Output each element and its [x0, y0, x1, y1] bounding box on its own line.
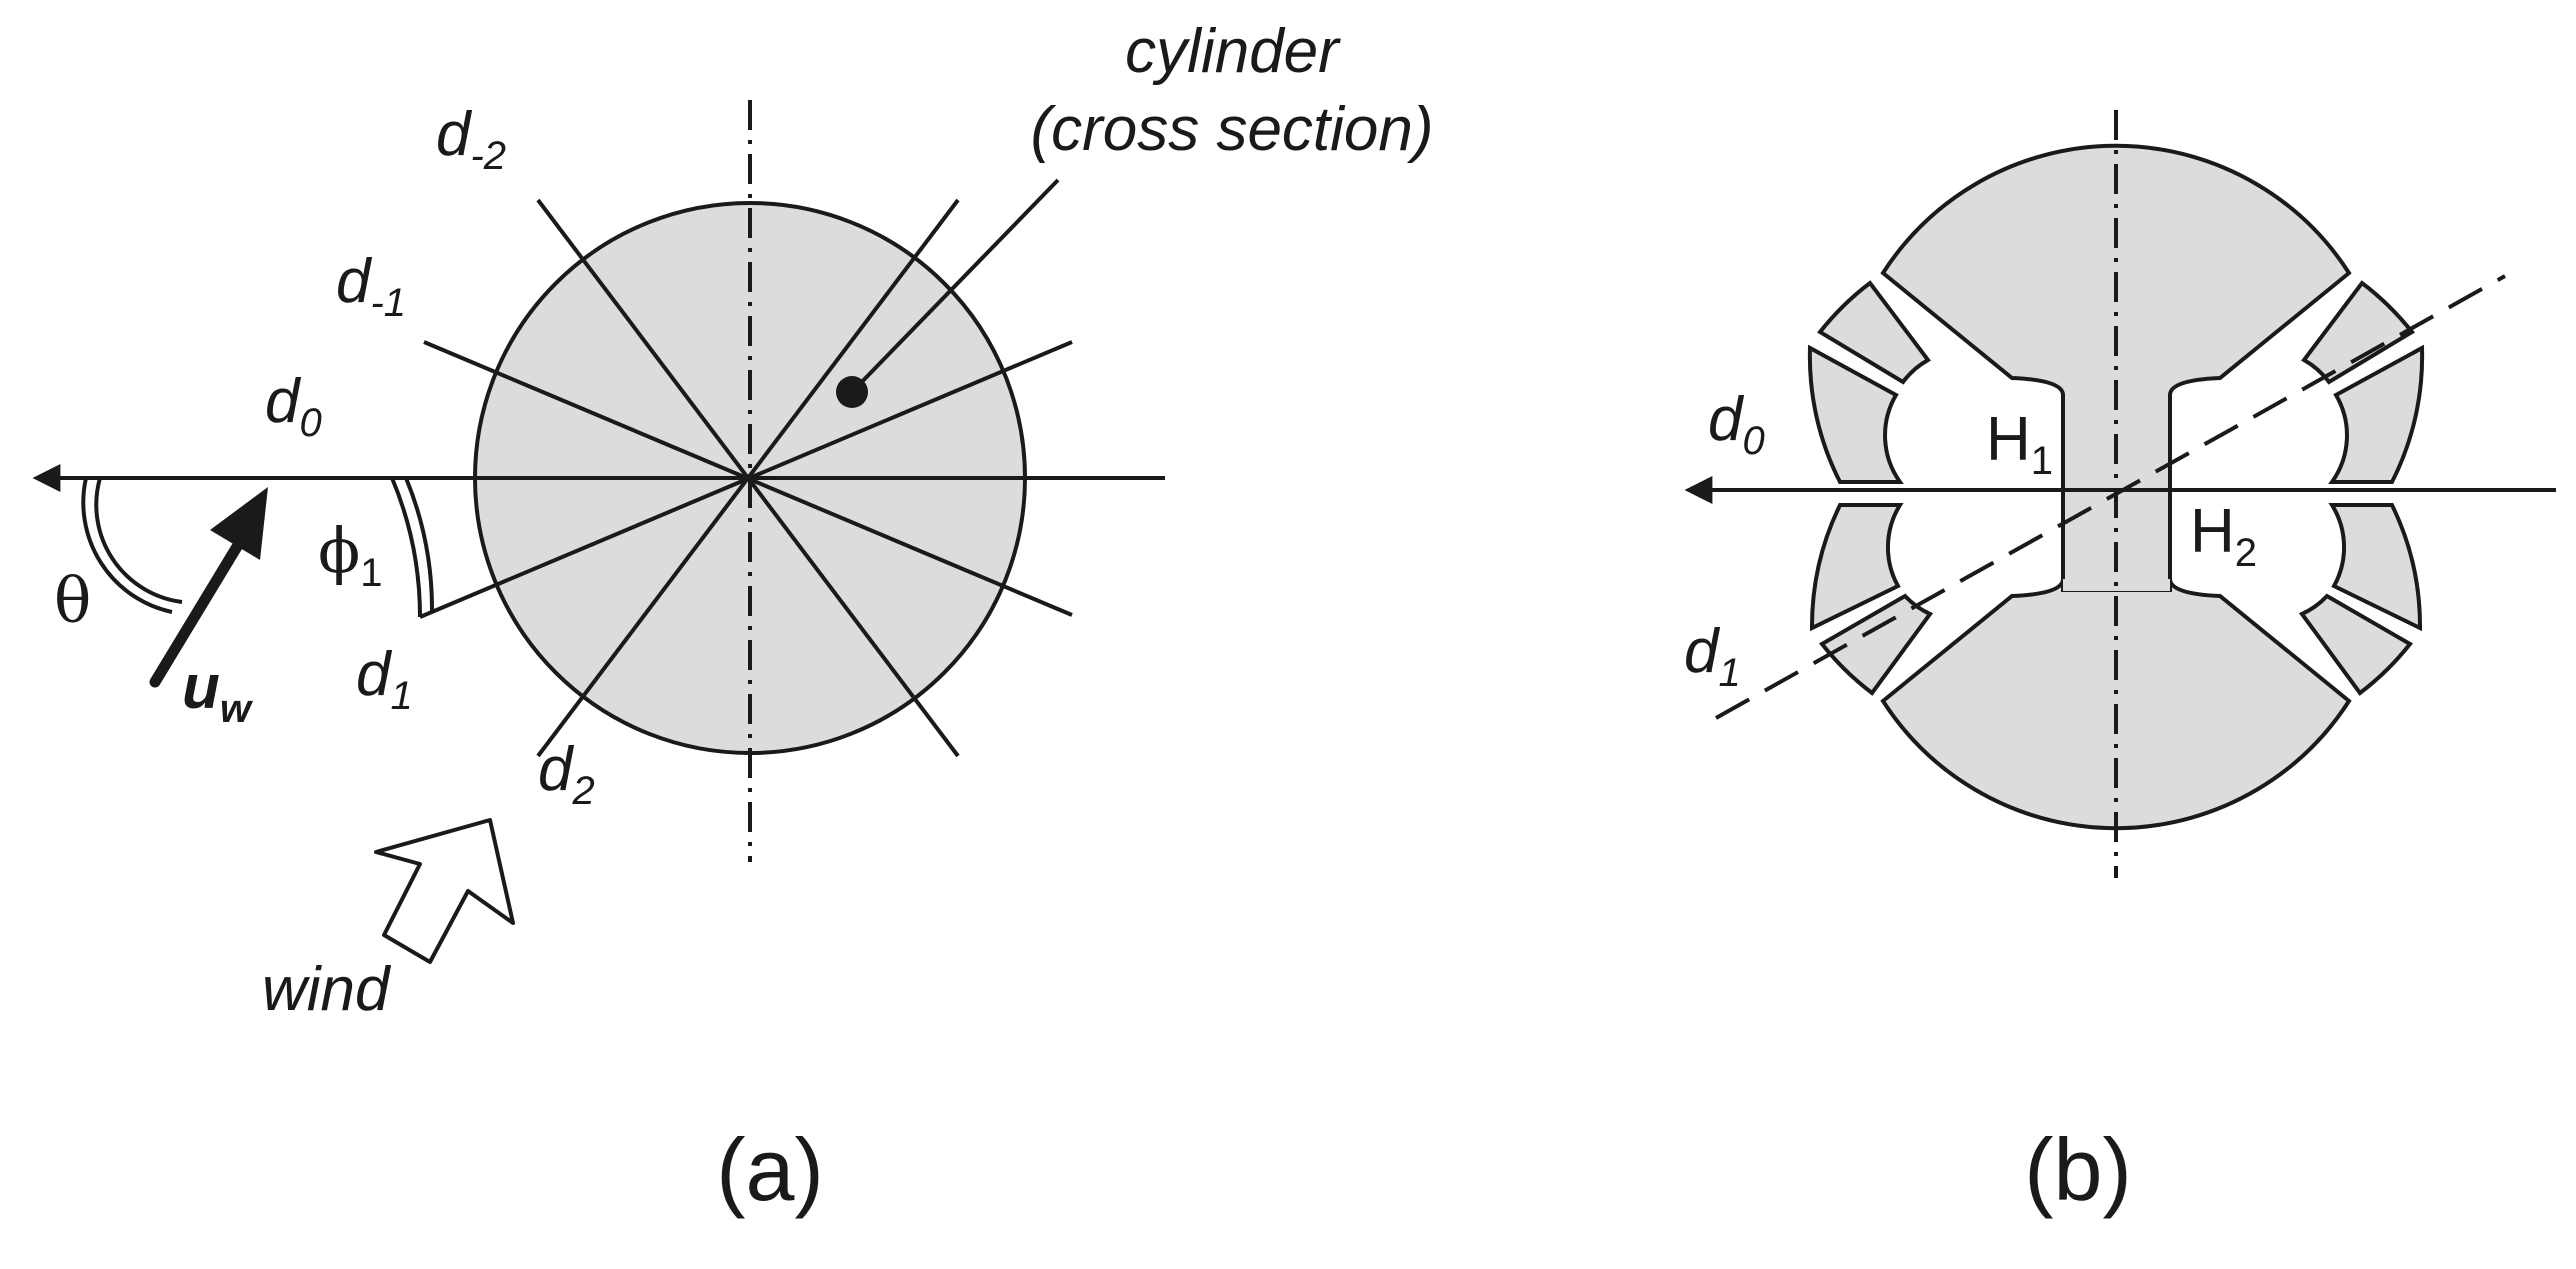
direction-line-d1-b [1715, 274, 2506, 720]
segment-left-top [1817, 280, 1931, 385]
label-theta: θ [54, 564, 91, 637]
theta-arc-inner [94, 477, 183, 604]
label-d0: d0 [265, 367, 322, 445]
phi-arc-inner [404, 477, 435, 613]
label-d2: d2 [538, 735, 595, 813]
label-h1: H1 [1986, 405, 2053, 483]
caption-a: (a) [716, 1120, 824, 1219]
label-d-2: d-2 [436, 100, 506, 178]
label-velocity: uw [182, 653, 254, 731]
segment-left-upper [1807, 344, 1904, 484]
callout-leader [850, 178, 1060, 394]
label-phi1: ϕ1 [318, 514, 383, 595]
segment-right-lower [2328, 503, 2423, 632]
callout-text-line1: cylinder [1125, 17, 1341, 86]
panel-a: d-2 d-1 d0 d1 d2 θ ϕ1 uw wind cylinder (… [32, 17, 1434, 1219]
label-d0-b: d0 [1708, 385, 1765, 463]
segment-right-top [2301, 280, 2415, 385]
callout-dot [836, 376, 868, 408]
phi-arc-outer [390, 477, 423, 618]
segment-right-upper [2328, 344, 2425, 484]
caption-b: (b) [2024, 1120, 2132, 1219]
panel-b: d0 d1 H1 H2 (b) [1684, 110, 2556, 1219]
direction-line-d2 [536, 198, 960, 758]
segment-left-bottom [1818, 593, 1934, 696]
label-h2: H2 [2190, 497, 2257, 575]
callout-text-line2: (cross section) [1030, 95, 1433, 164]
label-d1: d1 [356, 640, 413, 718]
label-d1-b: d1 [1684, 617, 1741, 695]
theta-arc-outer [81, 477, 173, 614]
label-d-1: d-1 [336, 247, 406, 325]
velocity-arrow [149, 487, 268, 688]
segment-right-bottom [2298, 593, 2414, 696]
label-wind: wind [262, 955, 392, 1024]
segment-left-lower [1809, 503, 1904, 632]
wind-arrow [374, 818, 515, 964]
